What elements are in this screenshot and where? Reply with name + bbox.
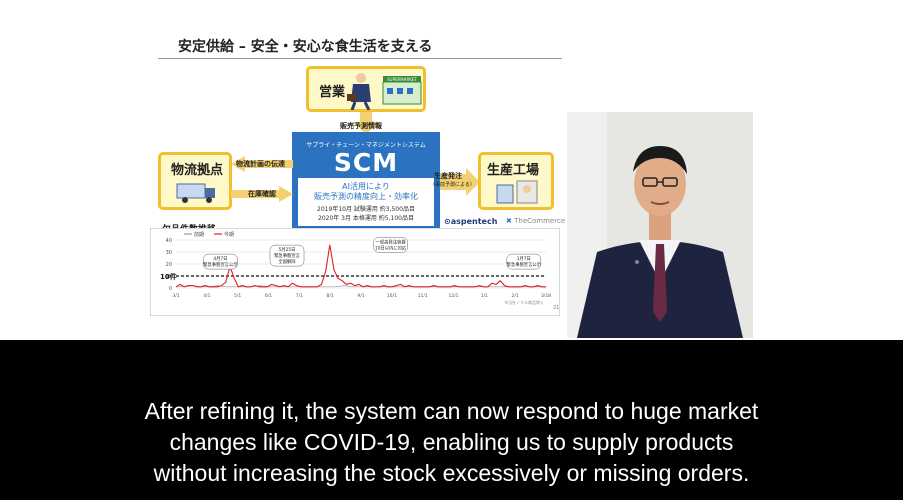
production-order-label: 生産発注 [434,172,462,180]
legend-entry: 前期 [194,231,204,238]
sales-forecast-label: 販売予測情報 [340,122,382,130]
annotation-bubble [373,237,408,253]
scm-details-panel: AI活用により 販売予測の精度向上・効率化 2019年10月 試験運用 約3,5… [298,178,434,226]
annotation-text: 全国解除 [278,258,296,265]
distribution-box: 物流拠点 [158,152,232,210]
presentation-slide: 安定供給 – 安全・安心な食生活を支える 営業 SUPERMARKET 販売予測… [0,0,903,340]
arrow-left-icon [231,156,293,172]
caption-line-3: without increasing the stock excessively… [153,460,750,486]
annotation-text: 1月7日 [517,256,531,262]
x-tick-label: 7/1 [296,293,303,299]
annotation-text: 4月7日 [213,256,227,262]
y-tick-label: 40 [166,238,172,244]
x-tick-label: 3/18 [541,293,551,299]
y-tick-label: 30 [166,250,172,256]
scm-full-line: 2020年 3月 本格運用 約5,100品目 [318,215,414,222]
title-divider [158,58,562,59]
annotation-bubble [203,253,238,270]
x-tick-label: 3/1 [172,293,179,299]
production-order-sub: （事前予測による） [430,182,475,188]
truck-icon [176,183,215,203]
annotation-text: 5月25日 [279,247,296,253]
legend-entry: 今期 [224,231,234,238]
annotation-text: 緊急事態宣言公示 [507,261,542,268]
presenter-figure [567,112,753,338]
sales-box: 営業 SUPERMARKET [306,66,426,112]
x-tick-label: 8/1 [327,293,334,299]
x-tick-label: 2/1 [512,293,519,299]
arrow-down-icon [352,112,380,134]
annotation-bubble [506,253,542,270]
annotation-bubble [269,244,305,267]
subtitle-caption: After refining it, the system can now re… [0,396,903,489]
x-tick-label: 1/1 [481,293,488,299]
scm-system-box: サプライ・チェーン・マネジメントシステム SCM AI活用により 販売予測の精度… [292,132,440,230]
slide-title: 安定供給 – 安全・安心な食生活を支える [178,39,433,55]
chart-frame [150,228,560,316]
y-tick-label: 10 [166,274,172,280]
distribution-label: 物流拠点 [171,163,224,178]
scm-title: SCM [333,148,399,177]
thecommerce-logo: ✖ TheCommerce [506,217,565,225]
y-tick-label: 0 [169,286,172,292]
x-tick-label: 6/1 [265,293,272,299]
x-tick-label: 10/1 [387,293,397,299]
logo-cross-mark: ✖ [506,217,512,225]
caption-line-1: After refining it, the system can now re… [144,398,759,424]
chart-footnote: ※当社ノマル商品除く [505,299,544,305]
arrow-right-production-icon [440,168,480,196]
logistics-plan-label: 物流計画の伝達 [236,160,285,168]
x-tick-label: 9/1 [357,293,364,299]
annotation-text: 緊急事態宣言 [274,252,300,259]
stockout-chart: 0 10 20 30 40 3/1 4/1 5/1 6/1 7/1 8/1 9/1 10/1 11/1 12… [150,228,560,316]
production-label: 生産工場 [487,163,540,178]
supermarket-sign: SUPERMARKET [387,77,417,82]
series-line-1 [175,244,546,288]
annotation-text: 一部高発注容器 [376,238,407,245]
x-tick-label: 12/1 [448,293,458,299]
annotation-text: 緊急事態宣言公示 [203,261,238,268]
scm-trial-line: 2019年10月 試験運用 約3,500品目 [317,206,415,213]
slide-number: 21 [553,305,560,311]
production-box: 生産工場 [478,152,554,210]
threshold-label: 10件 [160,272,177,281]
x-tick-label: 5/1 [234,293,241,299]
presenter-video [567,112,753,338]
x-tick-label: 4/1 [203,293,210,299]
aspentech-logo-text: aspentech [450,217,498,226]
caption-line-2: changes like COVID-19, enabling us to su… [169,429,734,455]
scm-subtitle: サプライ・チェーン・マネジメントシステム [306,142,426,149]
thecommerce-logo-text: TheCommerce [514,217,566,225]
y-tick-label: 20 [166,262,172,268]
sales-label: 営業 [319,85,346,100]
salesman-supermarket-icon: SUPERMARKET [347,73,422,110]
scm-accuracy-line: 販売予測の精度向上・効率化 [314,192,418,201]
arrow-right-icon [231,186,293,202]
inventory-check-label: 在庫確認 [248,190,276,198]
x-tick-label: 11/1 [418,293,428,299]
scm-ai-line: AI活用により [342,182,390,191]
factory-icon [496,180,538,204]
annotation-text: 10日以内に対応 [375,244,407,251]
aspentech-logo: ⊙aspentech [444,217,498,226]
